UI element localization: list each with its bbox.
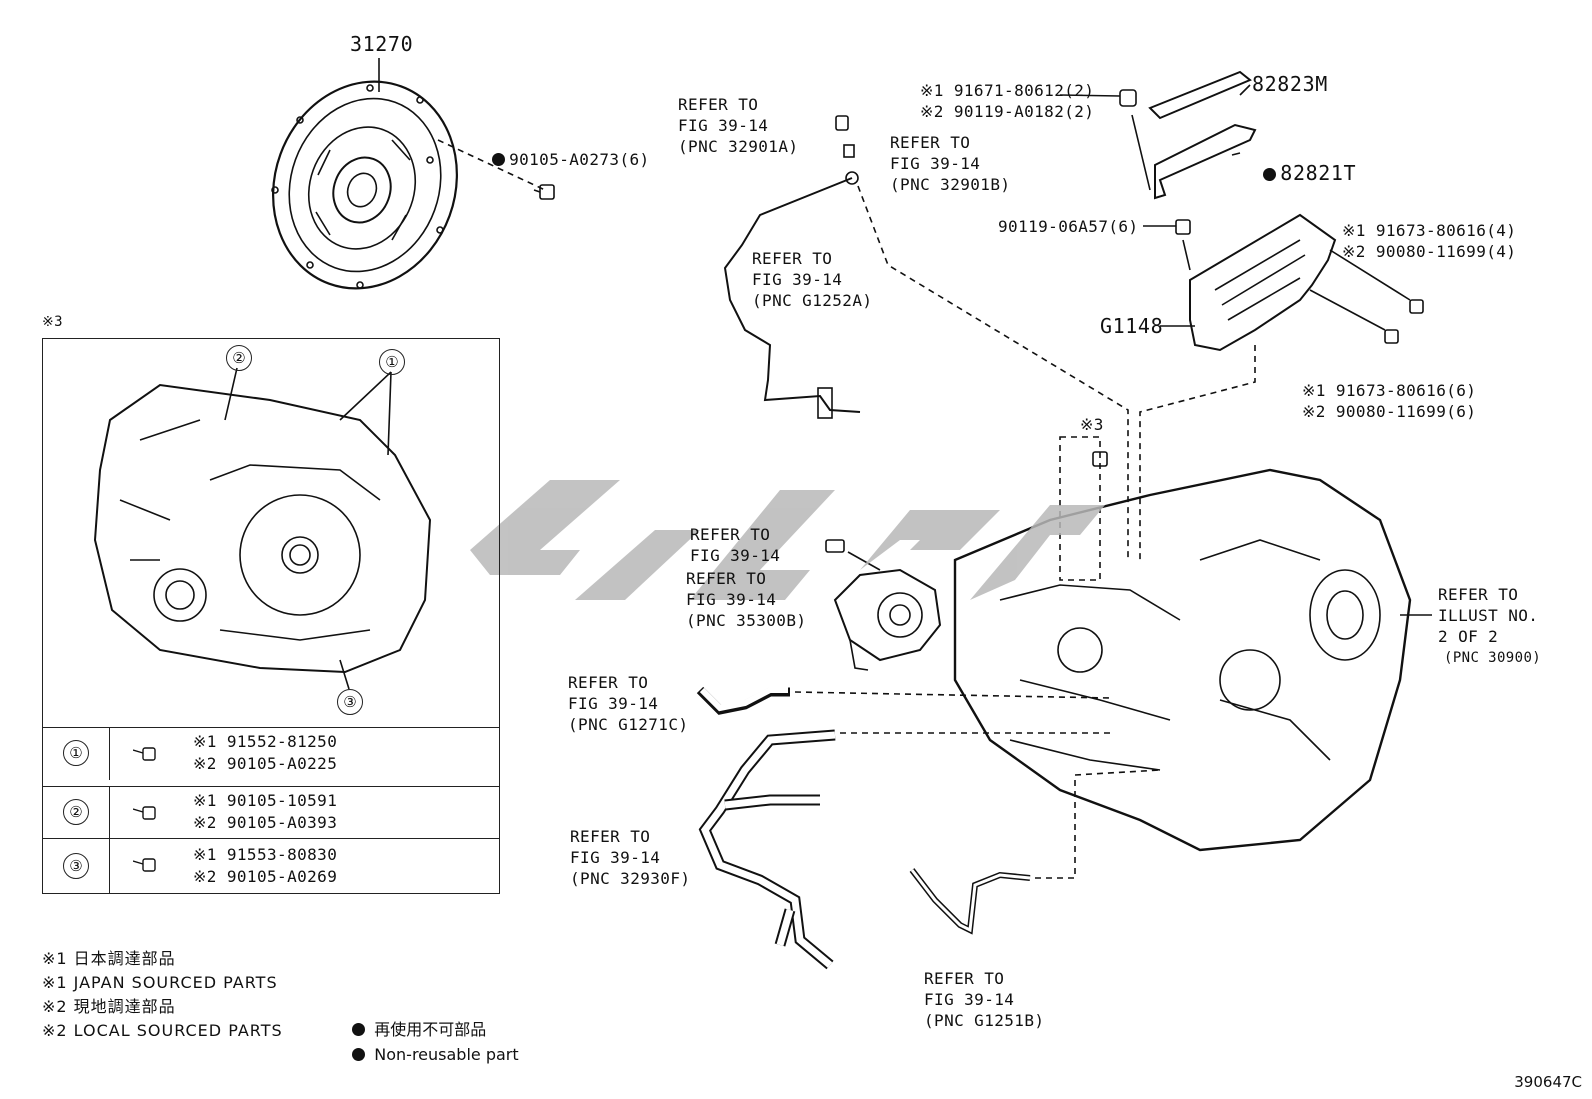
part-label-82823m: 82823M [1252,72,1328,96]
ref-label-g1271c: REFER TO FIG 39-14 (PNC G1271C) [568,673,689,734]
non-reusable-icon [1263,168,1277,181]
inset-callout-2: ② [226,345,252,371]
part-label-bolt-ecu-low-1: ※1 91673-80616(6) [1302,381,1477,400]
non-reusable-icon [492,153,506,166]
ref-label-illust-2of2: REFER TO ILLUST NO. 2 OF 2 [1438,585,1539,646]
bolt-icon [133,858,156,872]
row-callout: ① [63,740,89,766]
watermark-logo [470,480,1105,600]
bracket-drawing [1119,70,1257,200]
legend-local-jp: ※2 現地調達部品 [42,997,176,1016]
row-callout: ③ [63,853,89,879]
row-number-cell: ① [43,728,110,780]
row-part-1: ※1 91552-81250 [193,732,338,751]
nonreusable-en-text: Non-reusable part [374,1045,519,1064]
part-label-bolt-bracket-1: ※1 91671-80612(2) [920,81,1095,100]
part-label-bolt-ecu-low-2: ※2 90080-11699(6) [1302,402,1477,421]
inset-callout-3: ③ [337,689,363,715]
legend-nonreusable-jp: 再使用不可部品 [342,998,486,1040]
ref-label-35300b: REFER TO FIG 39-14 (PNC 35300B) [686,569,807,630]
ref-label-32901a: REFER TO FIG 39-14 (PNC 32901A) [678,95,799,156]
row-number-cell: ② [43,787,110,839]
ecu-g1148-drawing [1175,213,1424,352]
bolt-icon [133,747,156,761]
non-reusable-icon [352,1048,366,1061]
part-label-g1148: G1148 [1100,314,1164,338]
row-part-2: ※2 90105-A0269 [193,867,338,886]
inset-table-row: ③ ※1 91553-80830 ※2 90105-A0269 [43,838,499,894]
legend-nonreusable-en: Non-reusable part [342,1023,519,1065]
row-part-2: ※2 90105-A0225 [193,754,338,773]
legend-local-en: ※2 LOCAL SOURCED PARTS [42,1021,283,1040]
main-transaxle-drawing [953,468,1412,852]
clutch-assembly-drawing [271,80,458,290]
bolt-drawing [533,184,555,200]
hose-g1271c-drawing [696,686,790,715]
nonreusable-jp-text: 再使用不可部品 [374,1020,487,1039]
row-part-1: ※1 91553-80830 [193,845,338,864]
inset-reference-mark: ※3 [42,314,63,330]
non-reusable-icon [352,1023,366,1036]
hose-g1251b-drawing [909,868,1031,935]
bracket-number: 82821T [1280,161,1357,185]
ref-label-32930f: REFER TO FIG 39-14 (PNC 32930F) [570,827,691,888]
bolt-icon [133,806,156,820]
legend-japan-en: ※1 JAPAN SOURCED PARTS [42,973,278,992]
part-label-bolt-clutch: 90105-A0273(6) [472,128,650,170]
part-label-bolt-ecu-right-2: ※2 90080-11699(4) [1342,242,1517,261]
inset-table-row: ① ※1 91552-81250 ※2 90105-A0225 [43,727,499,780]
part-label-bolt-ecu: 90119-06A57(6) [998,217,1139,236]
ref-label-g1252a: REFER TO FIG 39-14 (PNC G1252A) [752,249,873,310]
ref-label-pnc-30900: (PNC 30900) [1444,650,1542,666]
ref-label-fig-39-14: REFER TO FIG 39-14 [690,525,781,565]
bolt-clutch-number: 90105-A0273(6) [509,150,650,169]
hose-g1252a-drawing [723,115,861,419]
pump-drawing [825,539,942,671]
row-part-2: ※2 90105-A0393 [193,813,338,832]
inset-callout-1: ① [379,349,405,375]
hose-32930f-drawing [698,729,836,970]
part-label-clutch: 31270 [350,32,414,56]
row-callout: ② [63,799,89,825]
ref-label-32901b: REFER TO FIG 39-14 (PNC 32901B) [890,133,1011,194]
part-label-bolt-ecu-right-1: ※1 91673-80616(4) [1342,221,1517,240]
part-label-82821t: 82821T [1238,142,1356,184]
row-part-1: ※1 90105-10591 [193,791,338,810]
legend-japan-jp: ※1 日本調達部品 [42,949,176,968]
inset-parts-box: ① ※1 91552-81250 ※2 90105-A0225 ② ※1 901… [42,338,500,894]
row-number-cell: ③ [43,839,110,894]
inset-transaxle-drawing [93,383,432,674]
part-label-bolt-bracket-2: ※2 90119-A0182(2) [920,102,1095,121]
part-label-ref3-bolt: ※3 [1080,415,1104,434]
figure-code: 390647C [1514,1073,1582,1091]
inset-table-row: ② ※1 90105-10591 ※2 90105-A0393 [43,786,499,839]
ref-label-g1251b: REFER TO FIG 39-14 (PNC G1251B) [924,969,1045,1030]
